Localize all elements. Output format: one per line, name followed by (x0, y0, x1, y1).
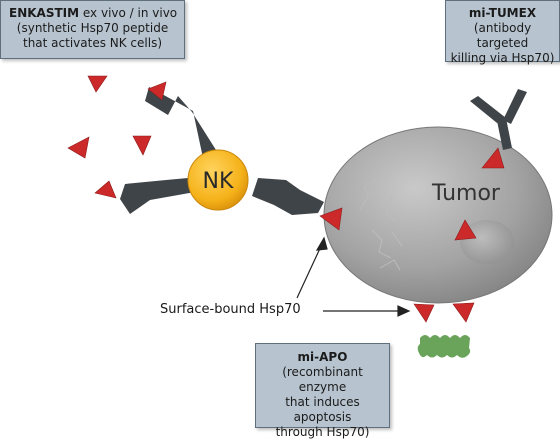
enkastim-title: ENKASTIM (9, 6, 80, 20)
tumex-title: mi-TUMEX (468, 6, 537, 20)
free-hsp70-peptides (67, 75, 167, 199)
tumex-label-box: mi-TUMEX (antibody targeted killing via … (445, 0, 560, 65)
antibody-icon (470, 89, 527, 150)
nk-receptor-left (120, 178, 195, 214)
surface-hsp70-top (481, 147, 505, 169)
surface-hsp70-left (319, 207, 343, 231)
surface-hsp70-bottom-right (452, 302, 475, 323)
apo-label-box: mi-APO (recombinant enzyme that induces … (255, 343, 390, 439)
surface-bound-hsp70-label: Surface-bound Hsp70 (160, 302, 301, 317)
apo-line-4: through Hsp70) (275, 425, 370, 439)
nk-receptor-upper (145, 87, 216, 158)
enzyme-icon (417, 335, 471, 358)
nk-cell: NK (187, 149, 249, 211)
enkastim-title-suffix: ex vivo / in vivo (79, 6, 178, 20)
surface-hsp70-bottom-left (413, 303, 435, 323)
nk-receptors (120, 87, 324, 215)
diagram-canvas: Tumor NK (67, 75, 553, 358)
surface-hsp70-inner (454, 219, 477, 241)
hsp70-peptide (132, 135, 152, 156)
enkastim-line-2: (synthetic Hsp70 peptide (16, 21, 169, 35)
hsp70-peptide (67, 136, 90, 159)
tumor-nucleus (460, 220, 514, 264)
nk-label: NK (203, 169, 234, 194)
apo-title: mi-APO (297, 350, 348, 364)
hsp70-peptide (147, 81, 167, 101)
enkastim-label-box: ENKASTIM ex vivo / in vivo (synthetic Hs… (0, 0, 185, 59)
arrow-to-left-hsp70 (296, 243, 323, 299)
nk-receptor-right (252, 178, 324, 215)
enkastim-line-3: that activates NK cells) (22, 36, 163, 50)
tumor-label: Tumor (431, 181, 501, 206)
apo-line-2: (recombinant enzyme (282, 365, 363, 394)
tumor-texture (359, 179, 403, 271)
hsp70-peptide (87, 75, 108, 93)
tumex-line-2: (antibody targeted (473, 21, 532, 50)
surface-hsp70 (319, 147, 505, 323)
pointer-arrows (296, 236, 411, 317)
tumex-line-3: killing via Hsp70) (450, 51, 555, 65)
apo-line-3: that induces apoptosis (285, 395, 360, 424)
tumor-cell: Tumor (323, 126, 553, 304)
hsp70-peptide (94, 180, 117, 199)
